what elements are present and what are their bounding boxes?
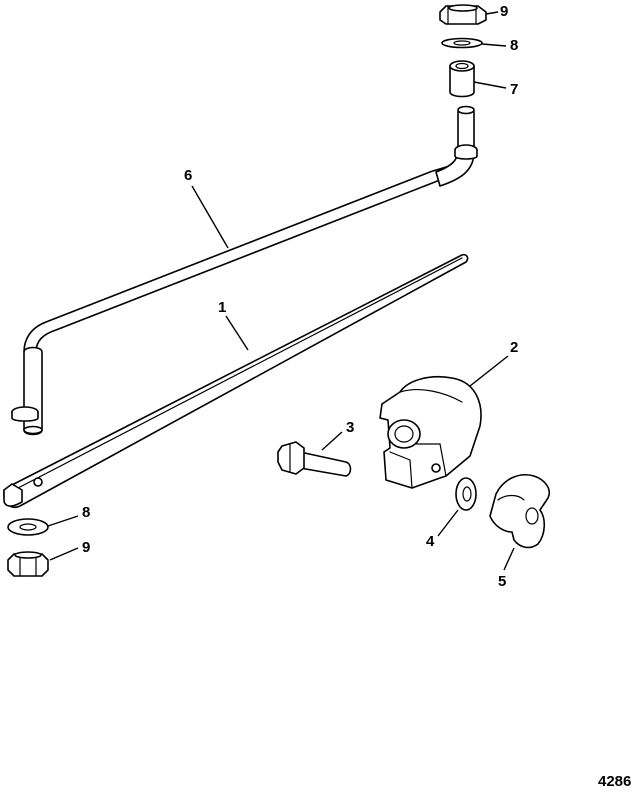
wing-knob [489, 474, 550, 549]
callout-9-bottom: 9 [82, 539, 90, 556]
callouts: 9 8 7 6 1 2 3 4 5 8 9 [82, 3, 518, 590]
figure-number: 4286 [598, 773, 631, 790]
callout-2: 2 [510, 339, 518, 356]
callout-7: 7 [510, 81, 518, 98]
callout-4: 4 [426, 533, 435, 550]
bottom-washer [7, 518, 49, 536]
tie-bar [3, 253, 469, 509]
bushing-sleeve [449, 60, 475, 98]
top-washer [441, 37, 483, 49]
top-nut [439, 4, 487, 25]
bottom-nut [7, 551, 49, 577]
callout-3: 3 [346, 419, 354, 436]
callout-1: 1 [218, 299, 226, 316]
callout-8-top: 8 [510, 37, 518, 54]
callout-5: 5 [498, 573, 506, 590]
leader-lines [47, 11, 515, 571]
bent-link-rod [11, 105, 478, 436]
callout-9-top: 9 [500, 3, 508, 20]
clamp-washer [455, 477, 477, 511]
callout-6: 6 [184, 167, 192, 184]
hex-bolt [277, 441, 352, 477]
clamp-body [379, 376, 482, 489]
callout-8-bottom: 8 [82, 504, 90, 521]
